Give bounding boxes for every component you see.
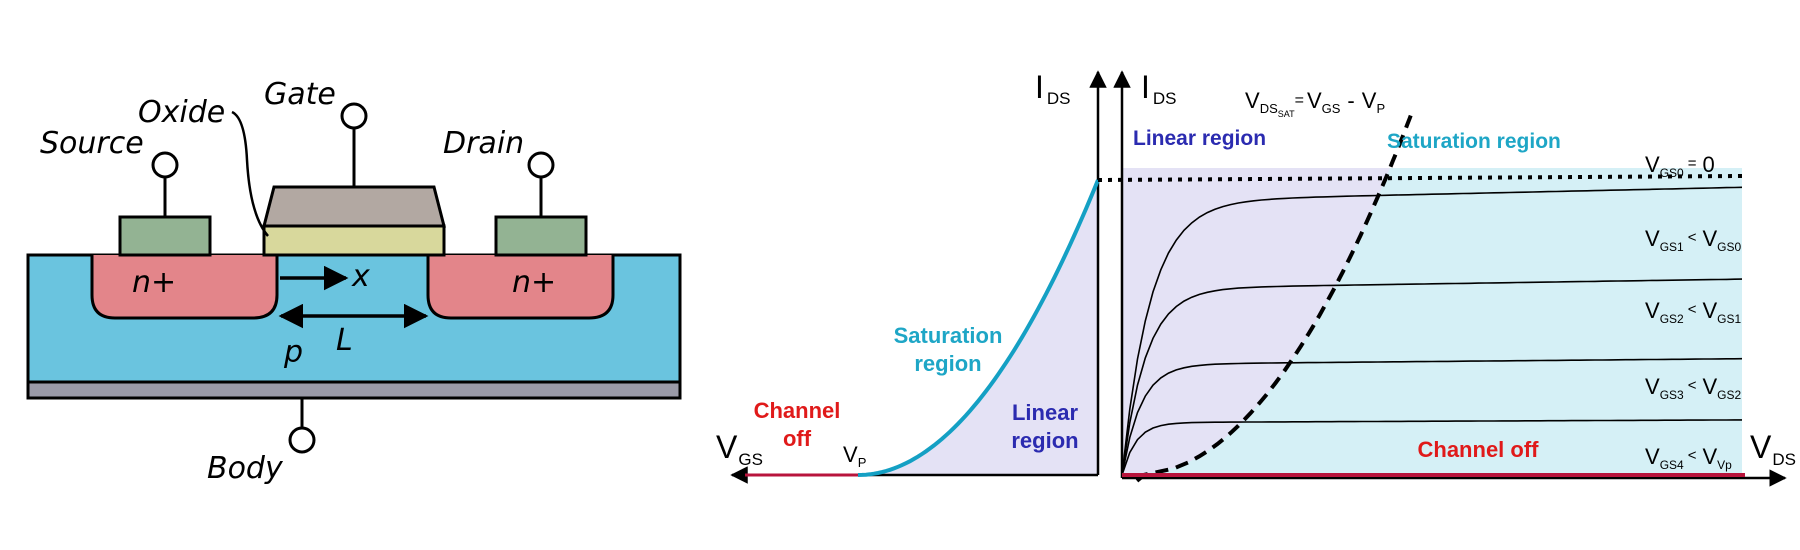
n-plus-drain-label: n+ [512,265,556,300]
p-label: p [283,335,303,370]
gate-label: Gate [264,77,336,112]
output-curve-vgs0 [1121,186,1743,476]
output-saturation-region-label: Saturation region [1387,130,1561,153]
source-terminal [151,151,179,179]
vgs0-saturation-dotted-line [1097,174,1743,182]
vds-sat-equation-label: VDSSAT=VGS-VP [1245,88,1385,119]
curve-labels: VGS0=0VGS1<VGS0VGS2<VGS1VGS3<VGS2VGS4<VV… [1645,152,1741,472]
curve-label-vgs0: VGS0=0 [1645,152,1715,180]
transfer-linear-fill [858,180,1098,475]
x-label: x [351,259,370,294]
body-label: Body [207,451,284,486]
transfer-vp-label: VP [843,442,866,470]
source-contact [118,215,212,257]
source-label: Source [40,126,144,161]
output-curve-vgs2 [1121,357,1743,476]
oxide-leader-line [231,110,269,237]
oxide-label: Oxide [138,95,225,130]
oxide-layer [262,224,446,257]
curve-label-vgs4: VGS4<VVp [1645,444,1732,472]
transfer-curve [857,179,1100,477]
n-plus-source-region [90,255,279,320]
output-linear-region-label: Linear region [1133,127,1266,150]
drain-terminal [527,151,555,179]
gate-terminal [340,102,368,130]
n-plus-source-label: n+ [132,265,176,300]
mosfet-cross-section: Source Oxide Gate Drain Body n+ n+ x L p [26,77,682,486]
curve-label-vgs2: VGS2<VGS1 [1645,298,1741,326]
linear-region-fill [1122,168,1390,475]
output-curves [1121,186,1743,476]
output-curve-vgs1 [1121,278,1743,476]
output-channel-off-label: Channel off [1418,437,1540,462]
n-plus-drain-region [426,255,615,320]
drain-contact [494,215,588,257]
curve-label-vgs3: VGS3<VGS2 [1645,374,1741,402]
vds-sat-boundary-curve [1135,111,1414,483]
output-curve-vgs3 [1121,419,1742,476]
drain-label: Drain [443,126,524,161]
gate-electrode [262,185,446,228]
output-vds-label: VDS [1750,429,1796,469]
curve-label-vgs1: VGS1<VGS0 [1645,226,1741,254]
body-terminal [288,426,316,454]
channel-length-label: L [336,323,353,358]
transfer-vgs-label: VGS [716,429,763,469]
